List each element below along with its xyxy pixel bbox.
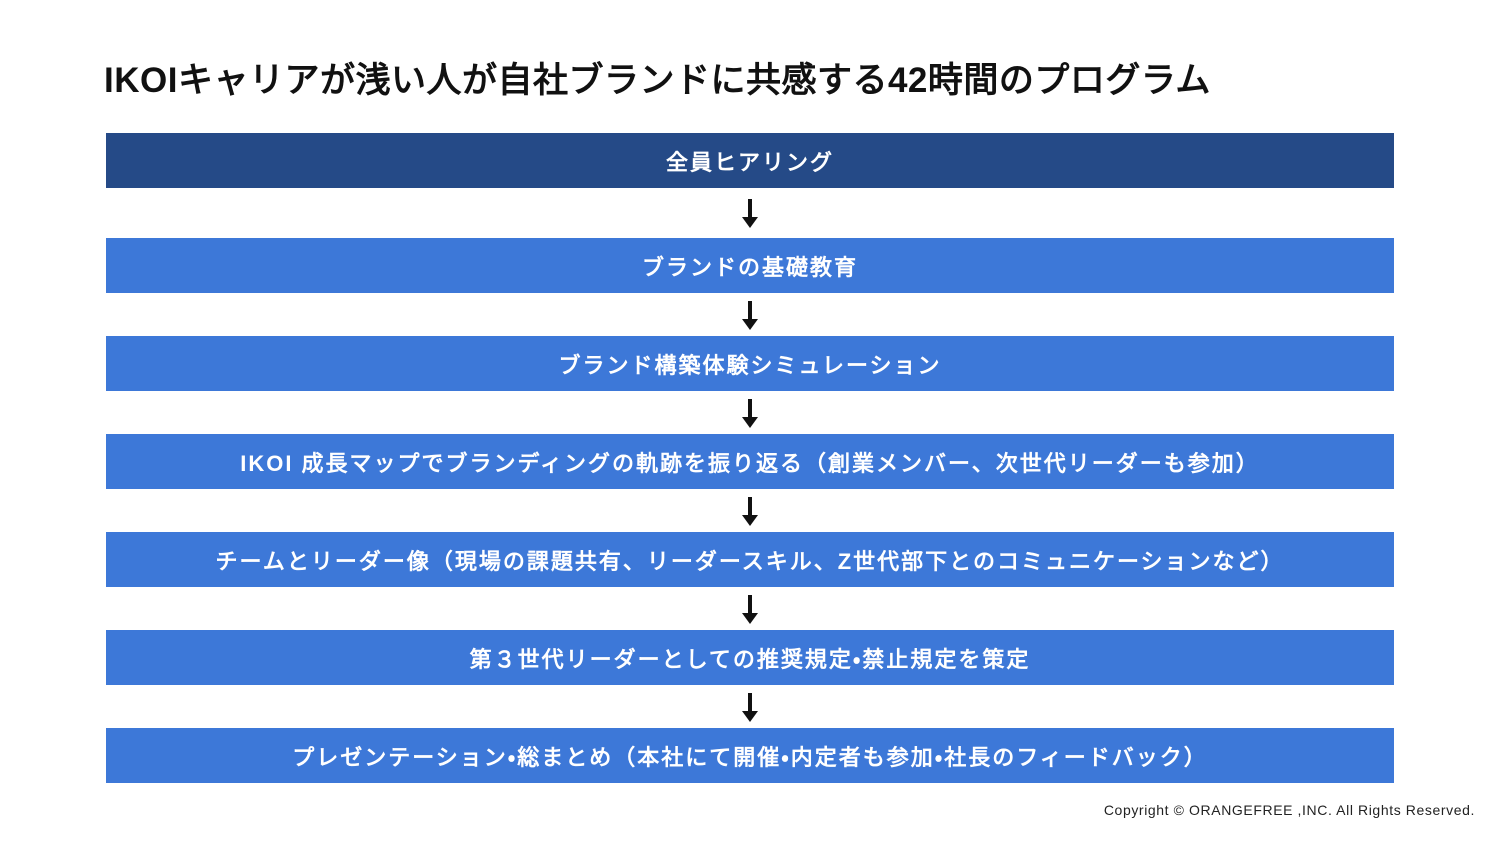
flow-arrow-row bbox=[106, 587, 1394, 630]
flow-arrow-row bbox=[106, 489, 1394, 532]
flow-step: ブランドの基礎教育 bbox=[106, 238, 1394, 293]
flow-step: 第３世代リーダーとしての推奨規定・禁止規定を策定 bbox=[106, 630, 1394, 685]
down-arrow-icon bbox=[748, 300, 752, 319]
flow-step: ブランド構築体験シミュレーション bbox=[106, 336, 1394, 391]
flow-step: プレゼンテーション・総まとめ（本社にて開催・内定者も参加・社長のフィードバック） bbox=[106, 728, 1394, 783]
down-arrow-icon bbox=[748, 398, 752, 417]
down-arrow-icon bbox=[748, 199, 752, 217]
flow-arrow-row bbox=[106, 188, 1394, 238]
flow-arrow-row bbox=[106, 685, 1394, 728]
down-arrow-icon bbox=[748, 496, 752, 515]
down-arrow-icon bbox=[748, 692, 752, 711]
flow-step: IKOI 成長マップでブランディングの軌跡を振り返る（創業メンバー、次世代リーダ… bbox=[106, 434, 1394, 489]
flow-steps: 全員ヒアリングブランドの基礎教育ブランド構築体験シミュレーション IKOI 成長マ… bbox=[106, 133, 1394, 783]
page-title: IKOIキャリアが浅い人が自社ブランドに共感する42時間のプログラム bbox=[104, 61, 1211, 100]
flow-arrow-row bbox=[106, 391, 1394, 434]
down-arrow-icon bbox=[748, 594, 752, 613]
flow-step: チームとリーダー像（現場の課題共有、リーダースキル、Z世代部下とのコミュニケーシ… bbox=[106, 532, 1394, 587]
flow-arrow-row bbox=[106, 293, 1394, 336]
flow-step: 全員ヒアリング bbox=[106, 133, 1394, 188]
copyright-text: Copyright © ORANGEFREE ,INC. All Rights … bbox=[1103, 802, 1475, 818]
